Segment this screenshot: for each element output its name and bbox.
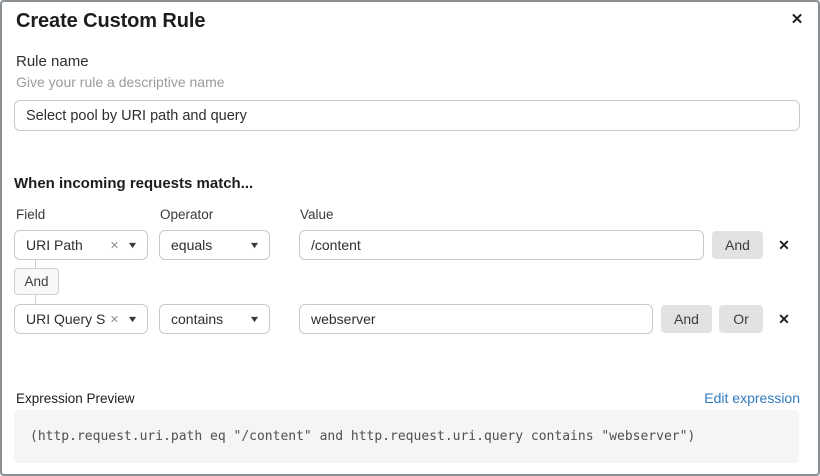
rule-name-label: Rule name <box>16 53 89 70</box>
edit-expression-link[interactable]: Edit expression <box>704 390 800 406</box>
clear-icon[interactable]: ✕ <box>109 239 120 252</box>
chevron-down-icon: ▼ <box>126 240 139 250</box>
connector-line-top <box>35 260 36 268</box>
expression-preview-code: (http.request.uri.path eq "/content" and… <box>30 429 696 444</box>
operator-select-row1[interactable]: equals ▼ <box>159 230 270 260</box>
chevron-down-icon: ▼ <box>248 314 261 324</box>
value-input-row1[interactable] <box>299 230 704 260</box>
field-select-row1[interactable]: URI Path ✕ ▼ <box>14 230 148 260</box>
field-select-row1-value: URI Path <box>26 237 83 253</box>
expression-preview-label: Expression Preview <box>16 391 135 406</box>
column-label-value: Value <box>300 207 334 222</box>
operator-select-row1-value: equals <box>171 237 213 253</box>
or-button-row2[interactable]: Or <box>719 305 763 333</box>
field-select-row2[interactable]: URI Query St... ✕ ▼ <box>14 304 148 334</box>
expression-preview-block: (http.request.uri.path eq "/content" and… <box>14 410 799 463</box>
clear-icon[interactable]: ✕ <box>109 313 120 326</box>
remove-row1-icon[interactable]: ✕ <box>778 236 790 253</box>
column-label-operator: Operator <box>160 207 214 222</box>
close-icon[interactable]: ✕ <box>790 11 804 28</box>
remove-row2-icon[interactable]: ✕ <box>778 310 790 327</box>
chevron-down-icon: ▼ <box>126 314 139 324</box>
and-button-row2[interactable]: And <box>661 305 712 333</box>
and-button-row1[interactable]: And <box>712 231 763 259</box>
chevron-down-icon: ▼ <box>248 240 261 250</box>
rule-name-input[interactable] <box>14 100 800 131</box>
field-select-row2-value: URI Query St... <box>26 311 106 327</box>
and-connector[interactable]: And <box>14 268 59 295</box>
match-heading: When incoming requests match... <box>14 175 254 192</box>
rule-name-helper: Give your rule a descriptive name <box>16 74 225 90</box>
value-input-row2[interactable] <box>299 304 653 334</box>
column-label-field: Field <box>16 207 46 222</box>
connector-line-bottom <box>35 295 36 305</box>
operator-select-row2[interactable]: contains ▼ <box>159 304 270 334</box>
dialog-title: Create Custom Rule <box>16 10 206 32</box>
operator-select-row2-value: contains <box>171 311 224 327</box>
